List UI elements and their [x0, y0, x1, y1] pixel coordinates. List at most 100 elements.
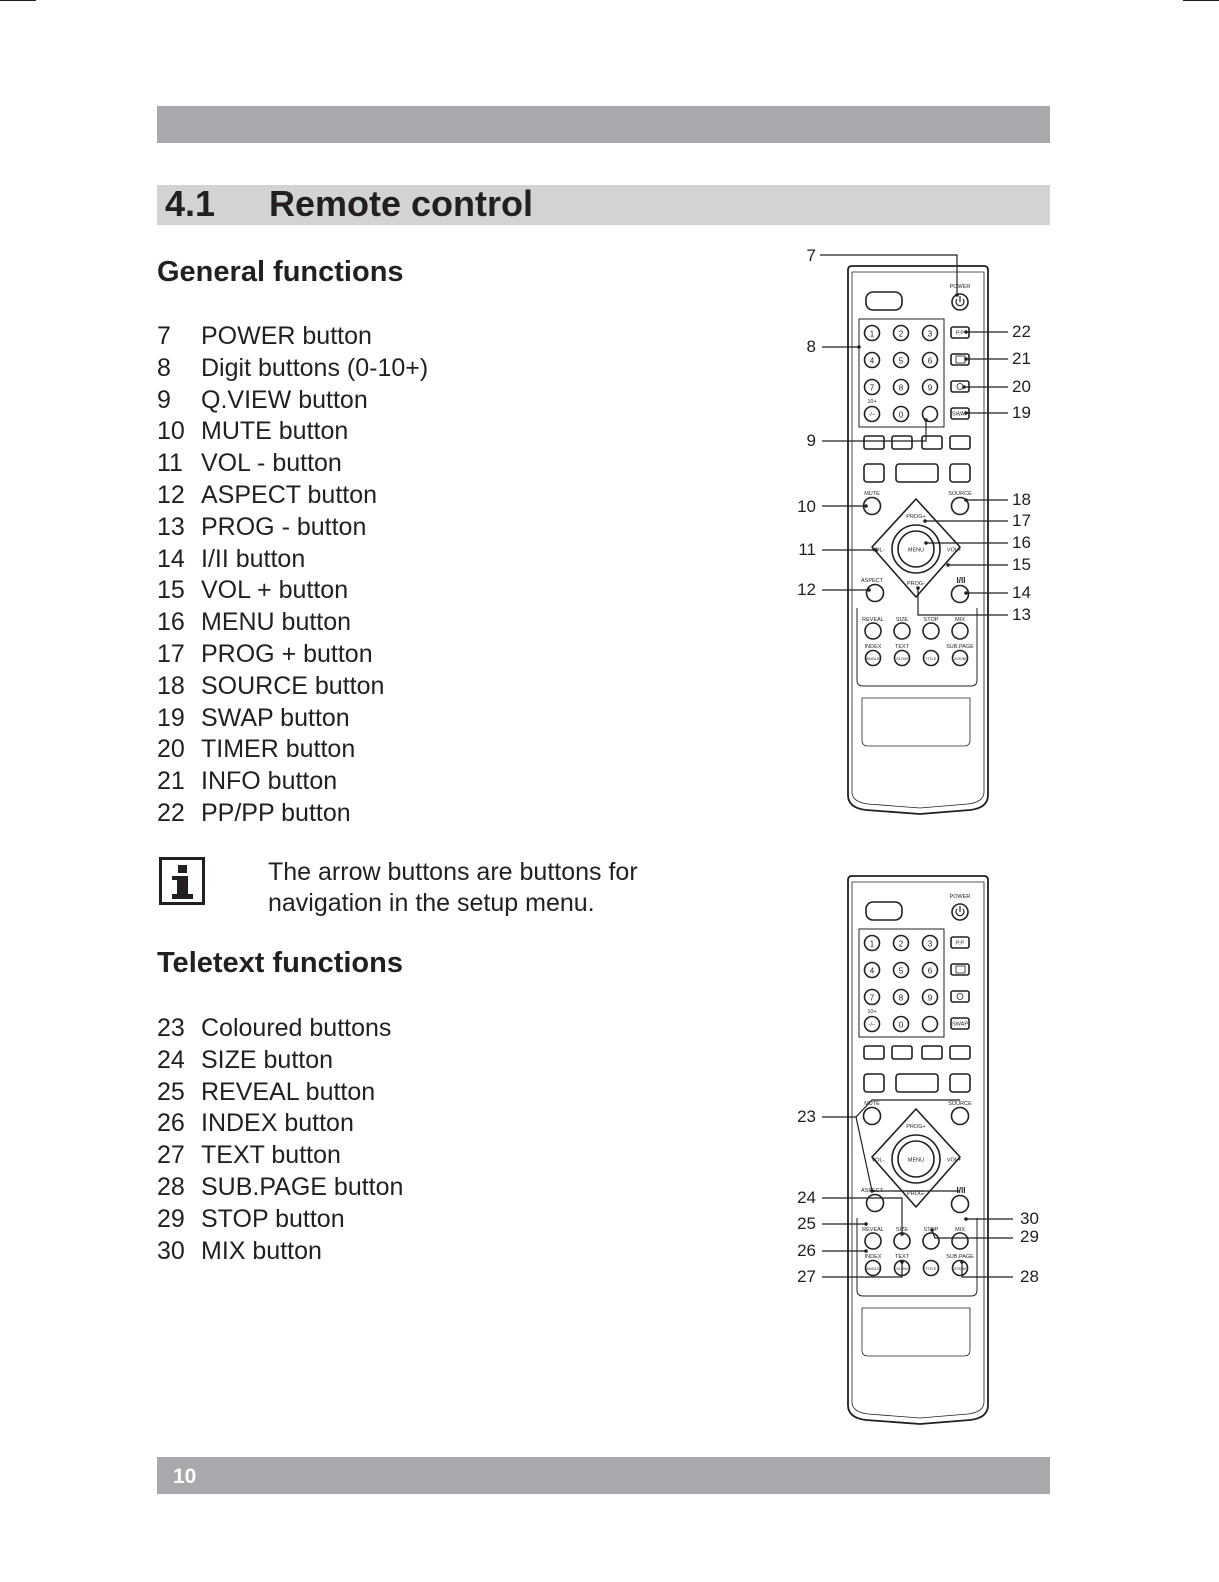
callout-label-20: 20: [1012, 377, 1031, 396]
item-label: SWAP button: [201, 703, 350, 732]
digit-label-4: 4: [870, 967, 875, 976]
digit-label-2: 2: [899, 330, 904, 339]
item-label: VOL - button: [201, 449, 342, 478]
item-number: 12: [157, 480, 185, 509]
callout-dot-29: [930, 1228, 934, 1232]
section-heading: 4.1 Remote control: [157, 184, 1050, 225]
callout-label-11: 11: [798, 540, 816, 559]
remote-lower-panel: [861, 697, 971, 747]
digit-label-9: 9: [928, 384, 933, 393]
digit-label-3: 3: [928, 330, 933, 339]
digit-label-4: 4: [870, 357, 875, 366]
source-button: [950, 1106, 970, 1126]
teletext-group-box: [856, 1218, 978, 1297]
teletext-group-box: [856, 608, 978, 687]
ten-plus-label: 10+: [867, 1009, 876, 1015]
digit-button-7: [863, 378, 881, 396]
crop-mark-right: [1183, 0, 1219, 1]
item-number: 28: [157, 1172, 185, 1201]
ten-plus-label: 10+: [867, 399, 876, 405]
digit-button-3: [921, 324, 939, 342]
page-number: 10: [173, 1465, 197, 1488]
teletext-top-button-1: [864, 1232, 882, 1250]
callout-dot-12: [867, 588, 871, 592]
item-number: 27: [157, 1141, 185, 1170]
callout-dot-16: [924, 541, 928, 545]
teletext-top-label-1: REVEAL: [862, 1227, 884, 1233]
callout-line-28: [961, 1262, 1013, 1278]
ir-window: [865, 901, 903, 921]
item-number: 21: [157, 767, 185, 796]
callout-label-14: 14: [1012, 583, 1031, 602]
teletext-small-label-4: ZOOM: [954, 656, 966, 661]
item-label: MUTE button: [201, 417, 349, 446]
swap-label: SWAP: [952, 1022, 968, 1028]
callout-label-22: 22: [1012, 322, 1031, 341]
digit-button-9: [921, 988, 939, 1006]
callout-dot-10: [864, 504, 868, 508]
item-number: 29: [157, 1204, 185, 1233]
callout-dot-14: [964, 591, 968, 595]
callout-label-24: 24: [797, 1188, 816, 1207]
digit-label-2: 2: [899, 940, 904, 949]
callout-dot-27: [900, 1260, 904, 1264]
callout-label-28: 28: [1020, 1267, 1039, 1286]
item-label: Q.VIEW button: [201, 385, 368, 414]
teletext-bottom-label-2: TEXT: [895, 1254, 910, 1260]
prog-plus-label: PROG+: [906, 514, 925, 520]
teletext-small-label-4: ZOOM: [954, 1266, 966, 1271]
rect-button-middle: [895, 463, 939, 483]
digit-button-4: [863, 351, 881, 369]
navigation-note: The arrow buttons are buttons for naviga…: [268, 858, 638, 917]
item-number: 26: [157, 1109, 185, 1138]
teletext-top-label-1: REVEAL: [862, 617, 884, 623]
coloured-button-3: [921, 435, 943, 450]
rect-button-left: [863, 1073, 885, 1093]
pp-button: [950, 936, 970, 949]
item-label: MENU button: [201, 608, 352, 637]
item-number: 17: [157, 639, 185, 668]
vol-minus-label: VOL-: [872, 1158, 885, 1164]
coloured-button-4: [949, 1045, 971, 1060]
info-icon: [159, 857, 205, 905]
digit-button-6: [921, 351, 939, 369]
timer-icon: [956, 993, 964, 1000]
teletext-top-button-3: [922, 1232, 940, 1250]
crop-mark-left: [0, 0, 36, 1]
digit-button-1: [863, 934, 881, 952]
teletext-small-label-2: SLOW: [896, 656, 908, 661]
item-label: SOURCE button: [201, 671, 385, 700]
teletext-top-label-2: SIZE: [896, 617, 909, 623]
digit-label-3: 3: [928, 940, 933, 949]
remote-inner-edge: [851, 881, 985, 1419]
coloured-button-2: [891, 1045, 913, 1060]
callout-label-17: 17: [1012, 511, 1031, 530]
item-label: SUB.PAGE button: [201, 1172, 404, 1201]
callout-dot-7: [955, 293, 959, 297]
item-label: MIX button: [201, 1236, 322, 1265]
item-number: 24: [157, 1045, 185, 1074]
mute-label: MUTE: [864, 1101, 880, 1107]
menu-label: MENU: [908, 548, 924, 554]
callout-label-18: 18: [1012, 490, 1031, 509]
callout-dot-24: [900, 1232, 904, 1236]
info-icon: [955, 965, 966, 974]
item-label: Coloured buttons: [201, 1014, 392, 1042]
qview-button: [921, 405, 939, 423]
teletext-bottom-label-1: INDEX: [865, 644, 882, 650]
digit-label-5: 5: [899, 967, 904, 976]
callout-line-29: [931, 1229, 1013, 1239]
callout-line-27: [822, 1262, 903, 1278]
